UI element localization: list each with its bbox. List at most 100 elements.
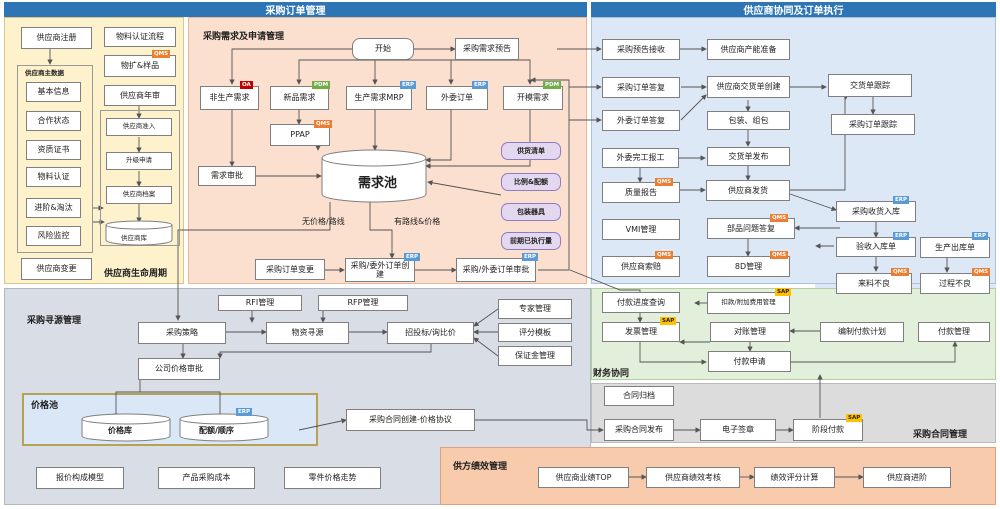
supplier-change-box[interactable]: 供应商变更 — [21, 258, 92, 280]
delivery-track-box[interactable]: 交货单跟踪 — [828, 74, 912, 97]
experts-box[interactable]: 专家管理 — [498, 299, 572, 319]
upgrade-apply-box[interactable]: 升级申请 — [106, 152, 172, 170]
contract-create-box[interactable]: 采购合同创建-价格协议 — [346, 409, 475, 431]
onboarding-box[interactable]: 供应商准入 — [106, 118, 172, 136]
delivery-create-box[interactable]: 供应商交货单创建 — [707, 76, 790, 98]
contract-publish-box[interactable]: 采购合同发布 — [604, 419, 674, 441]
performance-assess-box[interactable]: 供应商绩效考核 — [646, 467, 740, 488]
mold-demand-box[interactable]: 开模需求 — [503, 86, 563, 110]
material-cert-box[interactable]: 物料认证 — [26, 167, 81, 187]
cert-flow-box[interactable]: 物料认证流程 — [104, 27, 176, 47]
supplier-grade-box[interactable]: 供应商进阶 — [863, 467, 951, 488]
process-bad-box[interactable]: 过程不良 — [920, 273, 990, 294]
payment-apply-box[interactable]: 付款申请 — [708, 351, 791, 372]
demand-section-title: 采购需求及申请管理 — [203, 32, 285, 42]
deposit-box[interactable]: 保证金管理 — [498, 346, 572, 366]
rfp-box[interactable]: RFP管理 — [318, 295, 408, 311]
packing-box[interactable]: 包装、组包 — [707, 111, 790, 130]
order-track-box[interactable]: 采购订单跟踪 — [831, 114, 915, 135]
cost-model-box[interactable]: 报价构成模型 — [36, 467, 124, 489]
incoming-bad-box[interactable]: 来料不良 — [836, 273, 912, 294]
strategy-box[interactable]: 采购策略 — [138, 322, 226, 344]
inspection-erp-tag: ERP — [893, 232, 910, 240]
outsource-reply-box[interactable]: 外委订单答复 — [602, 110, 680, 131]
samples-box[interactable]: 物扩&样品 — [104, 55, 176, 77]
packaging-item[interactable]: 包装器具 — [501, 203, 561, 221]
claim-qms-tag: QMS — [655, 251, 674, 259]
rfi-box[interactable]: RFI管理 — [218, 295, 302, 311]
price-trend-box[interactable]: 零件价格走势 — [284, 467, 381, 489]
demand-forecast-box[interactable]: 采购需求预告 — [455, 38, 519, 60]
executed-qty-item[interactable]: 前期已执行量 — [501, 232, 561, 250]
product-cost-box[interactable]: 产品采购成本 — [158, 467, 255, 489]
material-sourcing-box[interactable]: 物资寻源 — [266, 322, 349, 344]
contract-archive-box[interactable]: 合同归档 — [604, 386, 674, 406]
supplier-register-box[interactable]: 供应商注册 — [21, 27, 92, 49]
outsource-done-box[interactable]: 外委完工报工 — [602, 148, 679, 168]
outsourcing-erp-tag: ERP — [472, 81, 489, 89]
vmi-box[interactable]: VMI管理 — [602, 219, 680, 240]
issue-reply-box[interactable]: 部品问题答复 — [707, 218, 795, 239]
start-node[interactable]: 开始 — [352, 38, 414, 60]
performance-top-box[interactable]: 供应商业绩TOP — [538, 467, 629, 488]
price-library-label: 价格库 — [108, 426, 132, 435]
claim-box[interactable]: 供应商索赔 — [602, 256, 680, 277]
risk-monitor-box[interactable]: 风险监控 — [26, 226, 81, 246]
qualification-box[interactable]: 资质证书 — [26, 140, 81, 160]
cooperation-status-box[interactable]: 合作状态 — [26, 111, 81, 131]
onboarding-group — [100, 110, 180, 246]
price-approve-box[interactable]: 公司价格审批 — [138, 358, 220, 380]
price-pool-title: 价格池 — [31, 401, 59, 411]
staged-pay-box[interactable]: 阶段付款 — [793, 419, 863, 441]
prod-out-erp-tag: ERP — [972, 232, 989, 240]
order-reply-box[interactable]: 采购订单答复 — [602, 77, 680, 98]
quality-report-box[interactable]: 质量报告 — [602, 182, 680, 203]
score-calc-box[interactable]: 绩效评分计算 — [754, 467, 835, 488]
new-product-demand-box[interactable]: 新品需求 — [270, 86, 329, 110]
quota-cylinder[interactable] — [178, 413, 270, 443]
reconcile-box[interactable]: 对账管理 — [710, 322, 790, 342]
payment-plan-box[interactable]: 编制付款计划 — [820, 322, 904, 342]
demand-review-box[interactable]: 需求审批 — [198, 166, 256, 186]
mrp-demand-box[interactable]: 生产需求MRP — [346, 86, 412, 110]
score-template-box[interactable]: 评分模板 — [498, 323, 572, 342]
quota-erp-tag: ERP — [236, 408, 253, 416]
order-approve-box[interactable]: 采购/外委订单审批 — [456, 258, 536, 282]
supplier-library-cylinder[interactable] — [104, 220, 174, 246]
invoice-box[interactable]: 发票管理 — [602, 322, 680, 342]
bidding-box[interactable]: 招投标/询比价 — [387, 322, 474, 344]
ppap-box[interactable]: PPAP — [270, 124, 330, 146]
delivery-release-box[interactable]: 交货单发布 — [707, 147, 790, 166]
order-create-erp-tag: ERP — [404, 253, 421, 261]
payment-query-box[interactable]: 付款进度查询 — [602, 292, 680, 313]
supply-list-item[interactable]: 供货清单 — [501, 142, 561, 160]
shipment-box[interactable]: 供应商发货 — [706, 180, 790, 201]
outsourcing-order-box[interactable]: 外委订单 — [426, 86, 488, 110]
finance-section-title: 财务协同 — [593, 369, 630, 379]
supplier-collab-header: 供应商协同及订单执行 — [591, 2, 996, 17]
payment-mgmt-box[interactable]: 付款管理 — [918, 322, 990, 342]
annual-review-box[interactable]: 供应商年审 — [104, 85, 176, 106]
ratio-quota-item[interactable]: 比例&配额 — [501, 173, 561, 191]
basic-info-box[interactable]: 基本信息 — [26, 82, 81, 102]
receive-in-box[interactable]: 采购收货入库 — [836, 201, 916, 222]
demand-pool-cylinder[interactable] — [320, 148, 428, 204]
esign-box[interactable]: 电子签章 — [700, 419, 776, 441]
capacity-prep-box[interactable]: 供应商产能准备 — [707, 39, 790, 60]
new-product-pdm-tag: PDM — [312, 81, 331, 89]
inspection-in-box[interactable]: 验收入库单 — [836, 237, 916, 257]
order-create-box[interactable]: 采购/委外订单创建 — [345, 258, 415, 282]
eight-d-box[interactable]: 8D管理 — [707, 256, 790, 277]
deduction-sap-tag: SAP — [775, 288, 792, 296]
non-prod-demand-box[interactable]: 非生产需求 — [200, 86, 259, 110]
forecast-receive-box[interactable]: 采购预告接收 — [602, 39, 680, 60]
sourcing-section-title: 采购寻源管理 — [27, 316, 82, 326]
order-change-box[interactable]: 采购订单变更 — [255, 259, 325, 280]
eight-d-qms-tag: QMS — [770, 251, 789, 259]
staged-pay-sap-tag: SAP — [846, 414, 863, 422]
prod-out-box[interactable]: 生产出库单 — [920, 237, 990, 258]
price-library-cylinder[interactable] — [80, 413, 172, 443]
deduction-box[interactable]: 扣款/附加费用管理 — [707, 292, 790, 314]
phase-out-box[interactable]: 进阶&淘汰 — [26, 198, 81, 218]
supplier-archive-box[interactable]: 供应商档案 — [106, 186, 172, 204]
